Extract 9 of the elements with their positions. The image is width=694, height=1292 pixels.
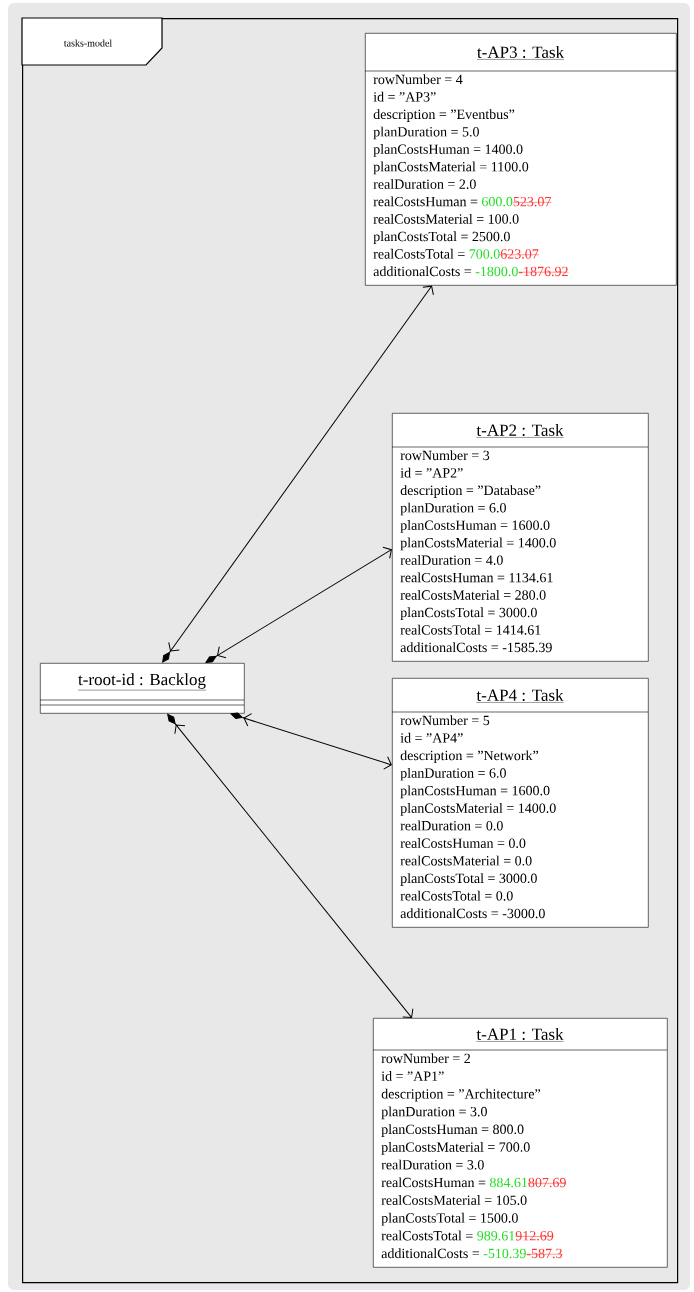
object-box: t-AP1 : Task rowNumber = 2 id = ”AP1” description = ”Architecture” planDuration = 3.0 planCostsHuman = 800.0 planCostsMaterial = 700.0 realDuration = 3.0 realCostsHuman = 884.61807.69 realCostsMaterial = 105.0 planCostsTotal = 1500.0 realCostsTotal = 989.61912.69 additionalCosts = -510.39-587.3 — [372, 1018, 668, 1268]
object-box: t-root-id : Backlog — [39, 663, 245, 714]
composition-arrow — [230, 712, 392, 770]
object-box: t-AP3 : Task rowNumber = 4 id = ”AP3” description = ”Eventbus” planDuration = 5.0 planCostsHuman = 1400.0 planCostsMaterial = 1100.0 realDuration = 2.0 realCostsHuman = 600.0523.07 realCostsMaterial = 100.0 planCostsTotal = 2500.0 realCostsTotal = 700.0623.07 additionalCosts = -1800.0-1876.92 — [364, 33, 677, 286]
object-box: t-AP4 : Task rowNumber = 5 id = ”AP4” description = ”Network” planDuration = 6.0 planCostsHuman = 1600.0 planCostsMaterial = 1400.0 realDuration = 0.0 realCostsHuman = 0.0 realCostsMaterial = 0.0 planCostsTotal = 3000.0 realCostsTotal = 0.0 additionalCosts = -3000.0 — [391, 678, 649, 928]
composition-arrow — [162, 285, 434, 663]
composition-arrow — [205, 546, 392, 663]
object-box: t-AP2 : Task rowNumber = 3 id = ”AP2” description = ”Database” planDuration = 6.0 planCostsHuman = 1600.0 planCostsMaterial = 1400.0 realDuration = 4.0 realCostsHuman = 1134.61 realCostsMaterial = 280.0 planCostsTotal = 3000.0 realCostsTotal = 1414.61 additionalCosts = -1585.39 — [391, 413, 649, 662]
composition-arrow — [167, 714, 414, 1018]
